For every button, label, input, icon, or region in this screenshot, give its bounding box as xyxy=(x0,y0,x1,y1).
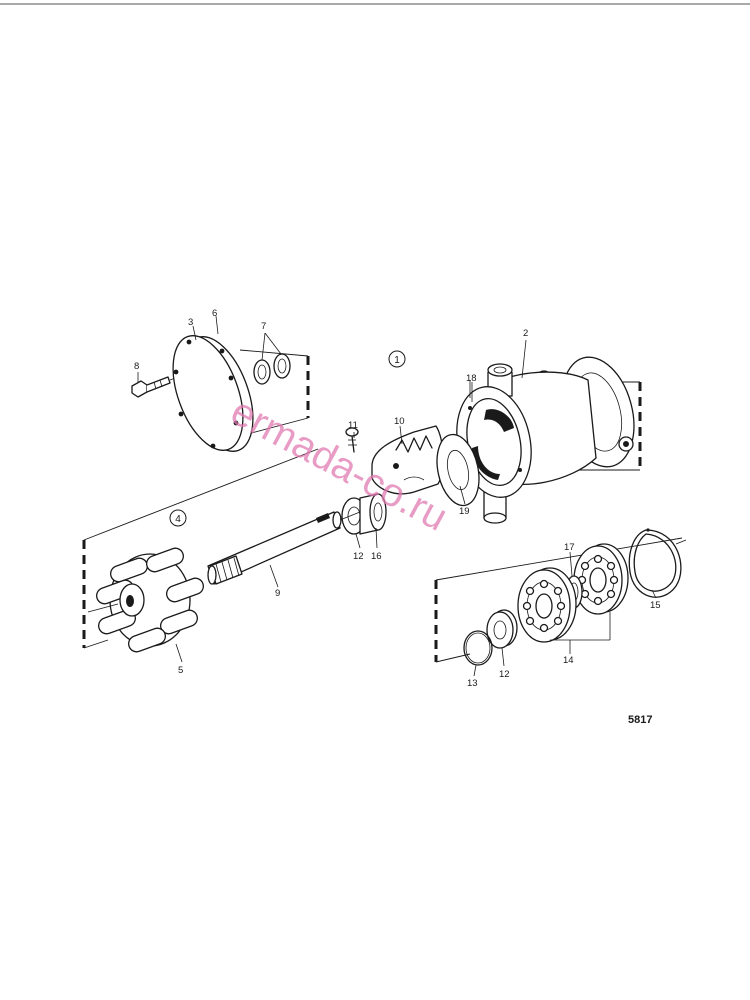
spacer-part-16 xyxy=(359,493,387,535)
group-label-1-text: 1 xyxy=(394,355,400,366)
wear-plate-part-19 xyxy=(436,433,480,507)
bearing-group-boundary xyxy=(434,537,683,663)
callout-18: 18 xyxy=(466,373,477,384)
reference-code: 5817 xyxy=(628,714,652,726)
callout-17: 17 xyxy=(564,542,575,553)
leader-lines xyxy=(137,315,657,677)
part-number-callouts: 2 3 5 6 7 8 9 10 11 12 12 13 14 15 16 17… xyxy=(134,308,661,689)
shaft-part-9 xyxy=(207,511,361,585)
callout-14: 14 xyxy=(563,655,574,666)
callout-3: 3 xyxy=(188,317,193,328)
group-label-1: 1 xyxy=(388,350,406,368)
impeller-part-5 xyxy=(87,547,204,653)
callout-10: 10 xyxy=(394,416,405,427)
callout-8: 8 xyxy=(134,361,139,372)
end-cover-part-3-6 xyxy=(172,335,254,452)
bearing-part-14-front xyxy=(517,567,577,643)
callout-11: 11 xyxy=(348,420,358,431)
pump-housing-part-2 xyxy=(456,356,635,524)
callout-2: 2 xyxy=(523,328,528,339)
group-4-boundary xyxy=(82,448,319,649)
callout-5: 5 xyxy=(178,665,183,676)
cam-part-10 xyxy=(371,425,444,495)
callout-19: 19 xyxy=(459,506,470,517)
screw-part-11 xyxy=(345,427,359,453)
callout-13: 13 xyxy=(467,678,478,689)
callout-9: 9 xyxy=(275,588,280,599)
callout-12-upper: 12 xyxy=(353,551,364,562)
group-label-4: 4 xyxy=(169,509,187,527)
bearing-part-14-rear xyxy=(573,543,629,615)
callout-16: 16 xyxy=(371,551,382,562)
callout-15: 15 xyxy=(650,600,661,611)
o-ring-part-13 xyxy=(463,630,493,666)
callout-7: 7 xyxy=(261,321,266,332)
seal-part-12-lower xyxy=(486,609,518,649)
seal-rings-part-7 xyxy=(253,353,291,385)
bolt-part-8 xyxy=(131,373,187,398)
group-label-4-text: 4 xyxy=(175,514,181,525)
callout-12-lower: 12 xyxy=(499,669,510,680)
callout-6: 6 xyxy=(212,308,217,319)
